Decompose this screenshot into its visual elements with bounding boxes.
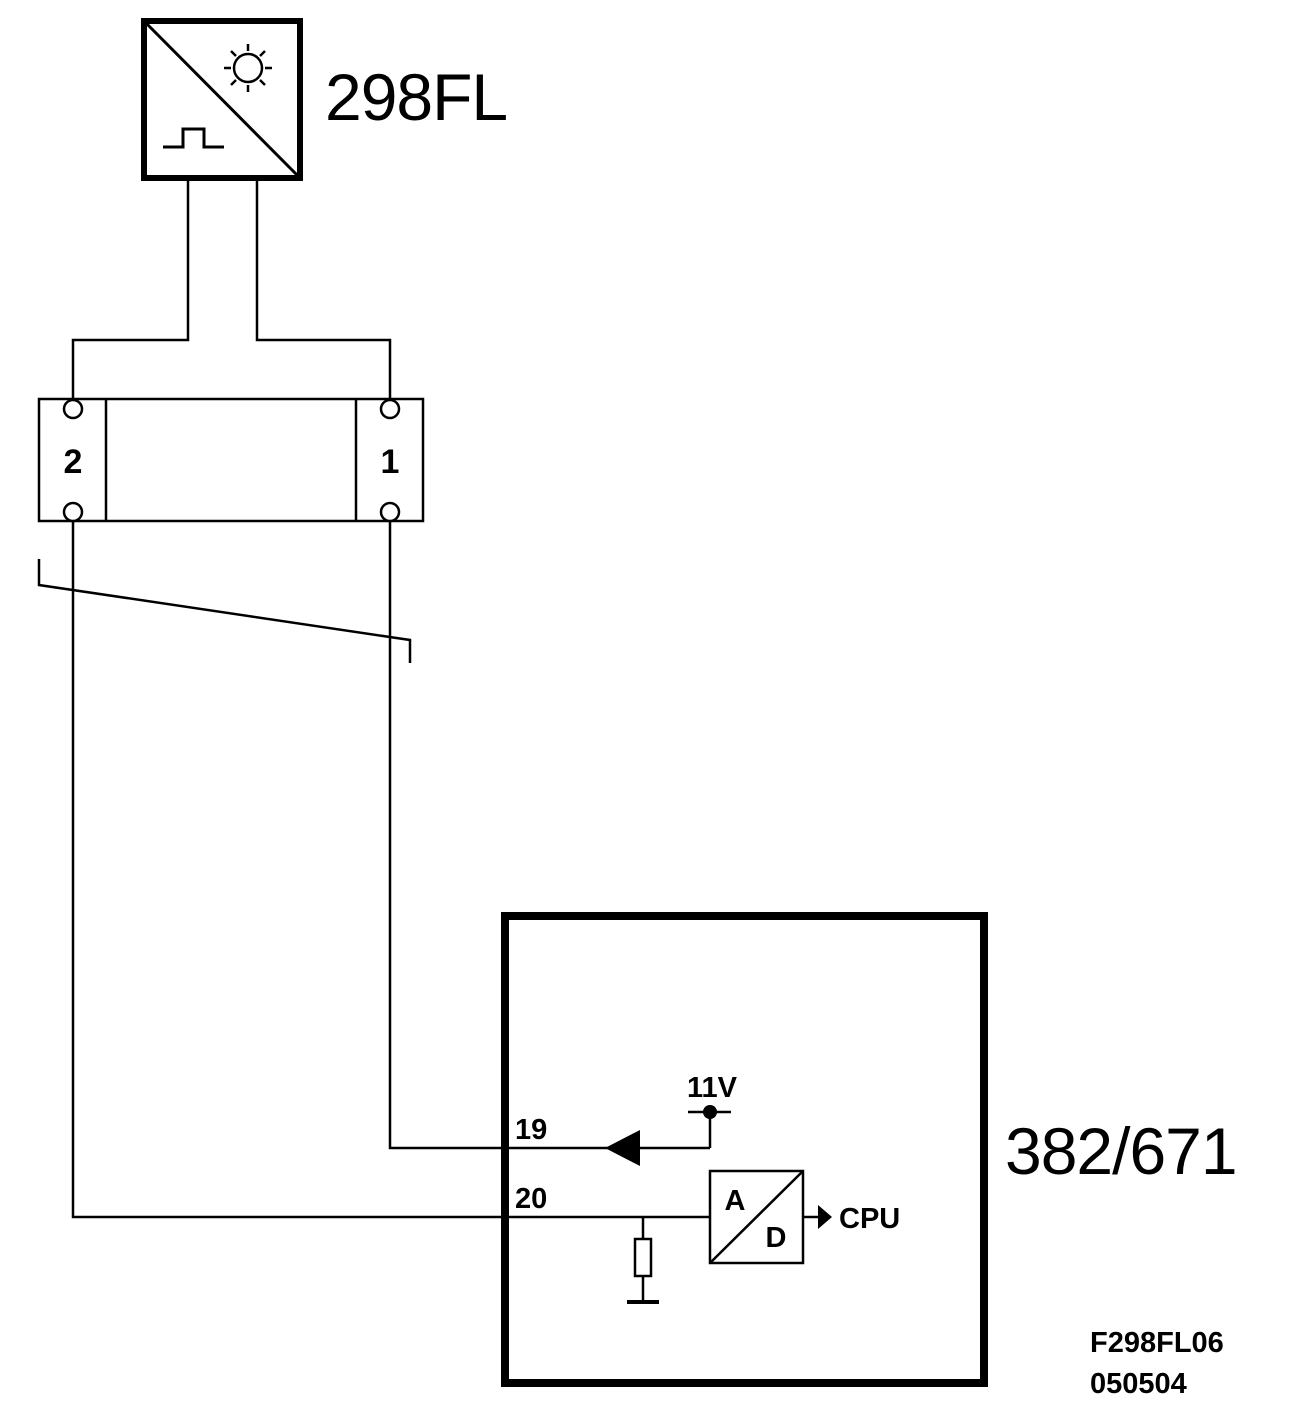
- sensor-id-label: 298FL: [325, 60, 507, 134]
- harness-break-line: [37, 559, 412, 663]
- reference-date: 050504: [1090, 1368, 1187, 1400]
- ad-converter: A D: [708, 1169, 805, 1265]
- connector-terminal: [62, 501, 84, 523]
- pulse-signal-icon: [163, 127, 224, 149]
- harness-wires: [71, 521, 505, 1219]
- supply-voltage-label: 11V: [687, 1072, 738, 1104]
- connector-body: [37, 397, 425, 523]
- sensor-diagonal: [142, 19, 302, 180]
- sun-icon: [224, 44, 272, 92]
- sensor-box: [141, 18, 303, 181]
- converter-a-label: A: [725, 1185, 746, 1217]
- connector-pin-label: 2: [64, 443, 83, 481]
- sensor-component: 298FL: [141, 18, 508, 181]
- cpu-output-label: CPU: [839, 1203, 900, 1235]
- connector: 2 1: [37, 397, 425, 523]
- current-source-arrow: [605, 1130, 640, 1166]
- control-unit: 11V A D CPU 19 20 382/671: [501, 912, 1238, 1387]
- unit-pin-label: 19: [515, 1114, 547, 1146]
- connector-terminal: [379, 501, 401, 523]
- reference-block: F298FL06 050504: [1090, 1327, 1224, 1400]
- supply-node: [703, 1105, 717, 1119]
- connector-terminal: [62, 398, 84, 420]
- output-arrow: [818, 1205, 832, 1229]
- pull-down-resistor: [633, 1237, 653, 1278]
- reference-code: F298FL06: [1090, 1327, 1224, 1359]
- converter-d-label: D: [766, 1222, 787, 1254]
- connector-pin-label: 1: [381, 443, 400, 481]
- connector-terminal: [379, 398, 401, 420]
- sensor-leads: [71, 178, 392, 398]
- control-unit-id-label: 382/671: [1005, 1114, 1237, 1188]
- unit-pin-label: 20: [515, 1183, 547, 1215]
- control-unit-box: [501, 912, 988, 1387]
